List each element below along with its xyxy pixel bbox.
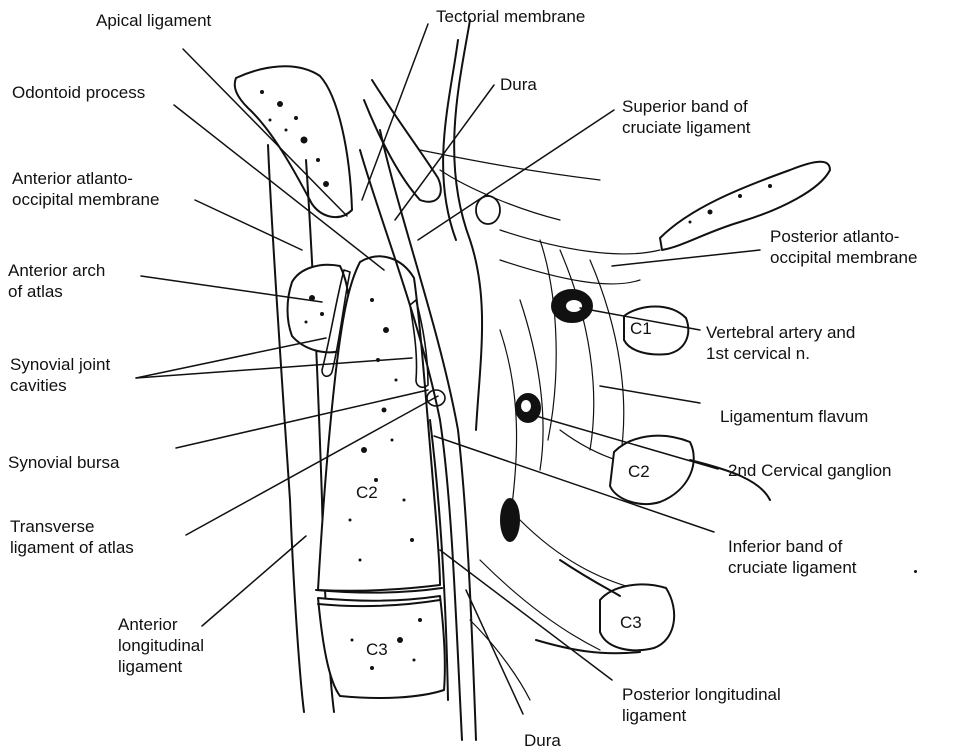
label-odontoid-process: Odontoid process bbox=[12, 82, 145, 103]
label-synovial-bursa: Synovial bursa bbox=[8, 452, 120, 473]
label-tectorial-membrane: Tectorial membrane bbox=[436, 6, 585, 27]
c3-spine-label: C3 bbox=[620, 613, 642, 632]
c2-spinous-process bbox=[610, 436, 694, 504]
c2-spine-label: C2 bbox=[628, 462, 650, 481]
occipital-bone bbox=[235, 66, 352, 217]
label-cervical-ganglion: 2nd Cervical ganglion bbox=[728, 460, 892, 481]
label-anterior-atlanto-occipital: Anterior atlanto-occipital membrane bbox=[12, 168, 159, 210]
label-dura-top: Dura bbox=[500, 74, 537, 95]
c1-label: C1 bbox=[630, 319, 652, 338]
clivus bbox=[364, 80, 441, 202]
c3-body-label: C3 bbox=[366, 640, 388, 659]
label-apical-ligament: Apical ligament bbox=[96, 10, 211, 31]
label-posterior-atlanto-occipital: Posterior atlanto-occipital membrane bbox=[770, 226, 917, 268]
c2-body-label: C2 bbox=[356, 483, 378, 502]
superior-band-knob bbox=[476, 196, 500, 224]
label-dura-bottom: Dura bbox=[524, 730, 561, 751]
label-ligamentum-flavum: Ligamentum flavum bbox=[720, 406, 868, 427]
anterior-longitudinal-band bbox=[268, 145, 304, 712]
stray-mark bbox=[914, 570, 917, 573]
